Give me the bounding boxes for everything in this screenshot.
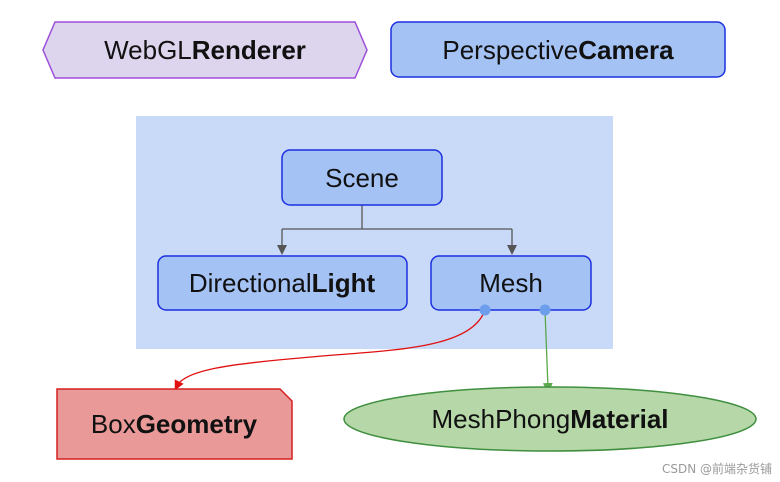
scene-label: Scene: [325, 163, 399, 193]
scene-connectors: [277, 205, 517, 255]
mesh-node: [430, 255, 592, 311]
mesh-to-geometry-arrow: [174, 309, 486, 391]
renderer-label: WebGLRenderer: [104, 35, 306, 65]
camera-label: PerspectiveCamera: [442, 35, 674, 65]
scene-node: [281, 149, 443, 206]
box-geometry-node: [56, 388, 293, 460]
mesh-phong-material-label: MeshPhongMaterial: [431, 404, 668, 434]
camera-node: [390, 21, 726, 78]
renderer-node: [42, 21, 368, 79]
directional-light-node: [157, 255, 408, 311]
mesh-to-material-arrow: [542, 309, 553, 393]
mesh-phong-material-node: [343, 386, 757, 452]
directional-light-label: DirectionalLight: [189, 268, 376, 298]
box-geometry-label: BoxGeometry: [91, 409, 258, 439]
mesh-material-port: [539, 304, 551, 316]
watermark: CSDN @前端杂货铺: [662, 461, 772, 476]
mesh-label: Mesh: [479, 268, 543, 298]
mesh-geometry-port: [479, 304, 491, 316]
